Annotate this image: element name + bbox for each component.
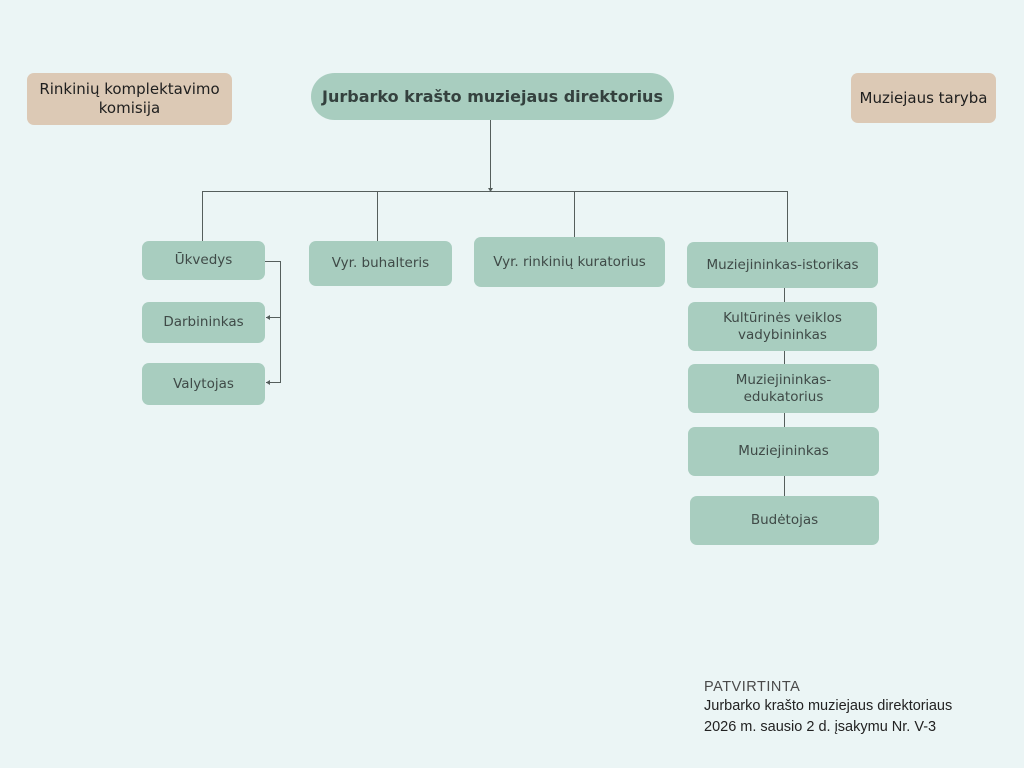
istorikas-box: Muziejininkas-istorikas — [687, 242, 878, 288]
connector-right-chain-4 — [784, 476, 785, 496]
darbininkas-box: Darbininkas — [142, 302, 265, 343]
istorikas-label: Muziejininkas-istorikas — [706, 256, 859, 273]
council-box: Muziejaus taryba — [851, 73, 996, 123]
kuratorius-label: Vyr. rinkinių kuratorius — [493, 253, 646, 270]
vadybininkas-box: Kultūrinės veiklos vadybininkas — [688, 302, 877, 351]
edukatorius-box: Muziejininkas-edukatorius — [688, 364, 879, 413]
connector-to-ukvedys — [202, 191, 203, 241]
approval-line-2: 2026 m. sausio 2 d. įsakymu Nr. V-3 — [704, 719, 937, 735]
valytojas-label: Valytojas — [173, 375, 234, 392]
valytojas-box: Valytojas — [142, 363, 265, 405]
connector-right-chain-3 — [784, 413, 785, 427]
buhalteris-label: Vyr. buhalteris — [331, 255, 430, 271]
connector-to-kuratorius — [574, 191, 575, 237]
director-box: Jurbarko krašto muziejaus direktorius — [311, 73, 674, 120]
director-label: Jurbarko krašto muziejaus direktorius — [322, 87, 663, 106]
approval-note: PATVIRTINTA Jurbarko krašto muziejaus di… — [704, 678, 1004, 737]
ukvedys-label: Ūkvedys — [174, 252, 233, 268]
vadybininkas-label: Kultūrinės veiklos vadybininkas — [723, 309, 842, 343]
muziejininkas-label: Muziejininkas — [738, 443, 829, 459]
commission-box: Rinkinių komplektavimo komisija — [27, 73, 232, 125]
connector-right-chain-1 — [784, 288, 785, 302]
edukatorius-label: Muziejininkas-edukatorius — [735, 371, 832, 405]
connector-to-buhalteris — [377, 191, 378, 241]
approval-line-1: Jurbarko krašto muziejaus direktoriaus — [704, 698, 953, 714]
budetojas-label: Budėtojas — [750, 512, 819, 528]
connector-to-istorikas — [787, 191, 788, 242]
approval-title: PATVIRTINTA — [704, 679, 801, 695]
connector-ukvedys-bracket-vertical — [280, 261, 281, 383]
council-label: Muziejaus taryba — [859, 88, 988, 107]
muziejininkas-box: Muziejininkas — [688, 427, 879, 476]
ukvedys-box: Ūkvedys — [142, 241, 265, 280]
connector-horizontal-bus — [202, 191, 788, 192]
connector-to-darbininkas — [266, 317, 280, 318]
commission-label: Rinkinių komplektavimo komisija — [39, 80, 220, 117]
darbininkas-label: Darbininkas — [163, 314, 244, 330]
connector-right-chain-2 — [784, 351, 785, 364]
connector-to-valytojas — [266, 382, 280, 383]
connector-director-down — [490, 120, 491, 191]
budetojas-box: Budėtojas — [690, 496, 879, 545]
kuratorius-box: Vyr. rinkinių kuratorius — [474, 237, 665, 287]
connector-ukvedys-bracket-top — [264, 261, 280, 262]
buhalteris-box: Vyr. buhalteris — [309, 241, 452, 286]
